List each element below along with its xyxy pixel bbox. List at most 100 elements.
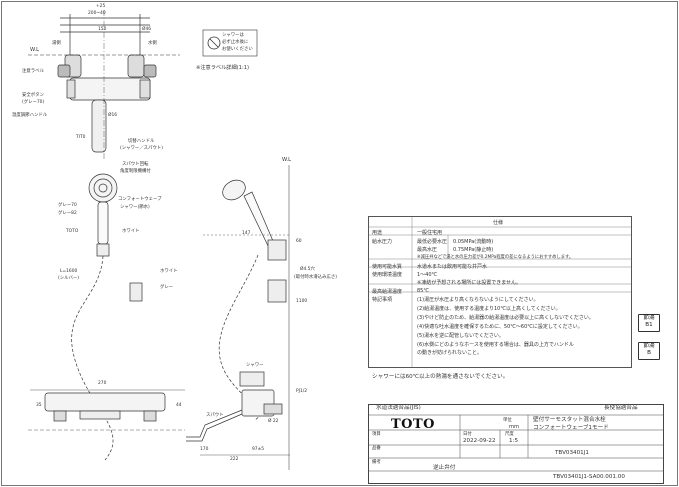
label-toto-shower: TOTO [66, 229, 79, 234]
label-grey82: グレー82 [58, 211, 77, 216]
front-dim-22: Ø 22 [268, 419, 279, 424]
toto-logo: TOTO [391, 417, 435, 432]
dim-top-4: Ø46 [142, 27, 152, 32]
spec-v-13: (6)水側にどのようなホースを使用する場合は、器具の上方でハンドル [417, 342, 574, 348]
dim-top-3: 150 [98, 27, 107, 32]
spec-v-12: (5)湯水を逆に配管しないでください。 [417, 333, 504, 339]
label-spout-rotate: スパウト回転 [122, 162, 149, 167]
label-white-2: ホワイト [160, 269, 178, 274]
label-switch-sub: (シャワー／スパウト) [120, 146, 163, 151]
side-dim-1100: 1100 [296, 299, 308, 304]
spec-v-5: 1～40℃ [417, 272, 438, 278]
tb-scale-label: 尺度 [505, 432, 514, 437]
label-hose-silver: (シルバー) [58, 276, 79, 281]
side-hole: Ø4.5穴 [300, 267, 315, 272]
label-detail-title: ※注意ラベル詳細(1:1) [196, 65, 250, 71]
tb-model: TBV03401J1 [555, 450, 589, 456]
side-view-drawing [203, 165, 290, 470]
hand-shower-drawing [71, 173, 143, 461]
side-hole-note: (取付時水滑込み広さ) [294, 275, 337, 280]
spec-v-8: (1)湯圧が水圧より高くならないようにしてください。 [417, 297, 539, 303]
tb-drawing-no: TBV03401J1-SA00.001.00 [553, 474, 625, 480]
wl-label: W.L [30, 47, 40, 53]
tb-unit: mm [509, 424, 520, 430]
spec-k-8: 特記事項 [372, 297, 393, 303]
front-dim-270: 270 [98, 381, 107, 386]
spec-k-1: 給水圧力 [372, 239, 393, 245]
spec-k-4: 使用可能水質 [372, 264, 403, 270]
front-dim-222: 222 [230, 457, 239, 462]
mark-b: 節湯 B [638, 342, 660, 360]
mark-b1-line1: 節湯 [643, 315, 655, 321]
label-comfort-wave: コンフォートウェーブ [118, 197, 162, 202]
tb-unit-label: 単位 [503, 418, 512, 423]
spec-v-11: (4)快適な吐水温度を確保するために、50℃～60℃に設定してください。 [417, 324, 583, 330]
spec-v-2: 0.75MPa(静止時) [453, 247, 494, 253]
tb-remark: 逆止弁付 [433, 465, 456, 471]
label-cold: 水側 [148, 41, 157, 46]
label-safety-grey: (グレー70) [22, 100, 45, 105]
title-block: TOTO 単位 mm 壁付サーモスタット混合水栓 コンフォートウェーブ1モード … [368, 404, 664, 484]
mark-b-line1: 節湯 [643, 343, 655, 349]
tb-scale: 1:5 [509, 438, 519, 444]
label-shower-saving: シャワー(節水) [120, 205, 150, 210]
top-view-faucet [28, 10, 180, 160]
spec-v-7: 85℃ [417, 288, 429, 294]
dim-top-2: 200~40 [88, 11, 106, 16]
side-wl: W.L [282, 157, 292, 163]
mark-b1: 節湯 B1 [638, 314, 660, 332]
label-hose-length: L=1600 [60, 269, 78, 274]
label-grey70: グレー70 [58, 203, 77, 208]
side-dim-147: 147 [242, 231, 251, 236]
spec-s-2: 最高水圧 [417, 247, 438, 253]
spec-title: 仕様 [493, 220, 504, 226]
dim-top-1: +25 [96, 4, 106, 9]
mark-b1-line2: B1 [645, 321, 653, 328]
tb-product-name: 壁付サーモスタット混合水栓 [533, 417, 606, 423]
spec-v-6: ※凍結が予想される場所には設置できません。 [417, 280, 522, 286]
front-shower: シャワー [246, 363, 264, 368]
spout-view-drawing [186, 371, 290, 456]
spec-v-0: 一般住宅用 [417, 230, 443, 236]
label-white-1: ホワイト [122, 229, 140, 234]
label-dia16: Ø16 [108, 113, 118, 118]
tb-drawing-label: 項目 [372, 432, 381, 437]
spec-v-14: の動きが妨げられないこと。 [417, 350, 483, 356]
spec-k-0: 用途 [372, 230, 383, 236]
water-standard: 水道法適合品(JIS) [376, 405, 421, 411]
spec-k-5: 使用環境温度 [372, 272, 403, 278]
mark-b-line2: B [647, 349, 651, 356]
title-block-lines [368, 414, 664, 472]
label-tito: TIT0 [76, 135, 86, 140]
tb-date-label: 日付 [463, 432, 472, 437]
side-dim-60: 60 [296, 239, 302, 244]
warning-line-2: 必ず止水後に [222, 40, 249, 45]
tb-product-sub: コンフォートウェーブ1モード [533, 425, 609, 431]
front-dim-97: 97±5 [252, 447, 265, 452]
spec-s-1: 最低必要水圧 [417, 239, 448, 245]
warning-line-1: シャワーは [222, 33, 244, 38]
label-angle-limit: 角度制限機構付 [120, 169, 151, 174]
label-grey: グレー [160, 285, 174, 290]
tb-date: 2022-09-22 [463, 438, 496, 444]
spec-v-1: 0.05MPa(流動時) [453, 239, 494, 245]
label-safety-button: 安全ボタン [22, 93, 44, 98]
label-temp-handle: 温度調節ハンドル [12, 113, 48, 118]
tb-remark-label: 備考 [372, 460, 381, 465]
label-hot: 湯側 [52, 41, 61, 46]
spec-table-lines [368, 216, 632, 368]
front-spout: スパウト [206, 413, 224, 418]
label-switch-handle: 切替ハンドル [128, 139, 155, 144]
spec-v-10: (3)やけど防止のため、給湯器の給湯温度は必要以上に高くしないでください。 [417, 315, 594, 321]
spec-v-4: 水道水または飲用可能な井戸水 [417, 264, 488, 270]
label-caution: 注意ラベル [22, 69, 44, 74]
spec-k-7: 最高給湯温度 [372, 289, 403, 295]
spec-v-3: ※減圧弁などで湯と水の圧力差が0.2MPa程度の差になるようにおすすめします。 [417, 255, 574, 260]
tb-category-label: 品番 [372, 446, 381, 451]
spec-v-9: (2)給湯温度は、使用する温度より10℃以上高くしてください。 [417, 306, 561, 312]
front-dim-44: 44 [176, 403, 182, 408]
front-pj: PJ1/2 [296, 389, 308, 394]
hot-water-note: シャワーには60℃以上の熱湯を通さないでください。 [372, 374, 509, 380]
